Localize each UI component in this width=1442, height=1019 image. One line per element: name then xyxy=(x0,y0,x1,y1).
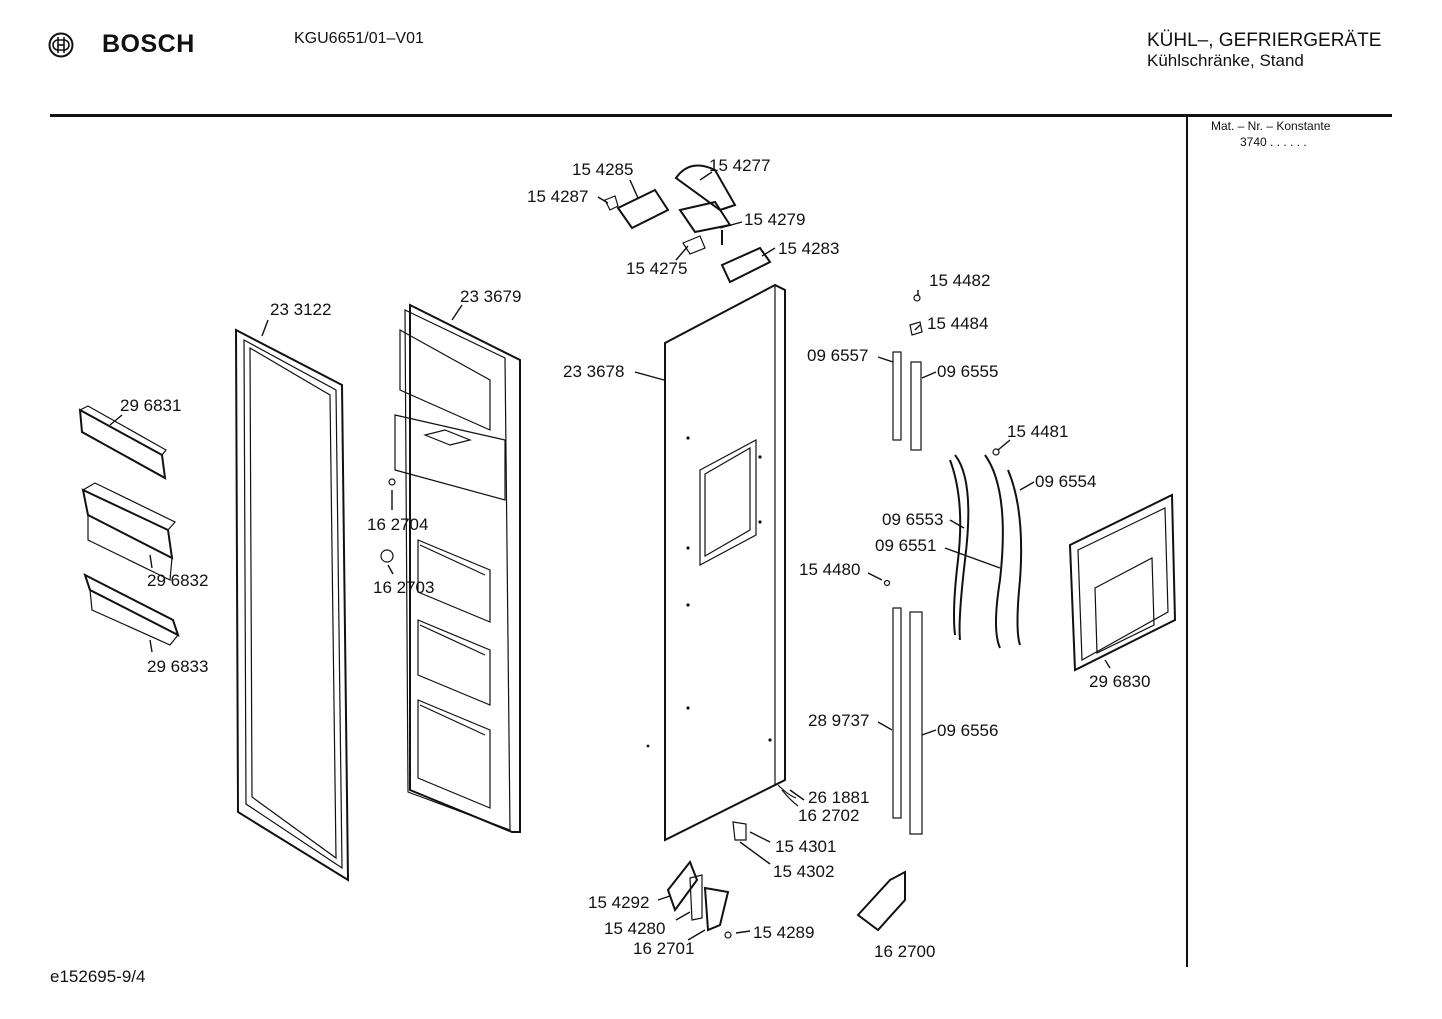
part-label-096553: 09 6553 xyxy=(882,510,943,529)
side-divider xyxy=(1186,117,1188,967)
part-label-162701: 16 2701 xyxy=(633,939,694,958)
part-label-154301: 15 4301 xyxy=(775,837,836,856)
part-label-154480: 15 4480 xyxy=(799,560,860,579)
part-label-154279: 15 4279 xyxy=(744,210,805,229)
part-label-154283: 15 4283 xyxy=(778,239,839,258)
door-liner xyxy=(394,303,521,833)
part-label-154481: 15 4481 xyxy=(1007,422,1068,441)
part-label-289737: 28 9737 xyxy=(808,711,869,730)
lower-hinge-assembly xyxy=(666,821,906,932)
model-number: KGU6651/01–V01 xyxy=(294,30,424,47)
part-label-154484: 15 4484 xyxy=(927,314,988,333)
brand-name: BOSCH xyxy=(102,30,195,58)
part-label-296830: 29 6830 xyxy=(1089,672,1150,691)
document-number: e152695-9/4 xyxy=(50,967,146,986)
screw-icon xyxy=(992,448,1000,456)
screw-icon xyxy=(388,478,396,486)
part-label-233679: 23 3679 xyxy=(460,287,521,306)
part-label-154285: 15 4285 xyxy=(572,160,633,179)
header-divider xyxy=(50,114,1392,117)
part-label-233678: 23 3678 xyxy=(563,362,624,381)
bosch-armature-icon xyxy=(48,32,74,57)
decor-panel xyxy=(1068,493,1177,672)
part-label-233122: 23 3122 xyxy=(270,300,331,319)
category-subtitle: Kühlschränke, Stand xyxy=(1147,51,1304,70)
leader-lines xyxy=(109,171,1111,941)
part-label-154482: 15 4482 xyxy=(929,271,990,290)
part-label-154275: 15 4275 xyxy=(626,259,687,278)
part-label-261881: 26 1881 xyxy=(808,788,869,807)
part-labels: 15 4285 15 4277 15 4287 15 4279 15 4283 … xyxy=(120,156,1150,961)
mat-nr-label: Mat. – Nr. – Konstante xyxy=(1211,119,1331,133)
category-title: KÜHL–, GEFRIERGERÄTE xyxy=(1147,30,1382,51)
part-label-162703: 16 2703 xyxy=(373,578,434,597)
part-label-096551: 09 6551 xyxy=(875,536,936,555)
mat-nr-value: 3740 . . . . . . xyxy=(1240,135,1307,149)
door-shelf-bottom xyxy=(83,572,180,646)
bosch-logo: BOSCH xyxy=(48,30,195,59)
door-gasket xyxy=(234,328,350,882)
part-label-154302: 15 4302 xyxy=(773,862,834,881)
part-label-296831: 29 6831 xyxy=(120,396,181,415)
handle-trim-assembly xyxy=(892,294,1023,835)
part-label-162700: 16 2700 xyxy=(874,942,935,961)
door-shelf-top xyxy=(78,405,167,480)
part-label-296832: 29 6832 xyxy=(147,571,208,590)
part-label-154289: 15 4289 xyxy=(753,923,814,942)
screw-icon xyxy=(883,579,891,587)
part-label-162704: 16 2704 xyxy=(367,515,428,534)
part-label-154280: 15 4280 xyxy=(604,919,665,938)
part-label-096555: 09 6555 xyxy=(937,362,998,381)
part-label-096556: 09 6556 xyxy=(937,721,998,740)
part-label-096554: 09 6554 xyxy=(1035,472,1096,491)
outer-door xyxy=(646,283,799,842)
part-label-154287: 15 4287 xyxy=(527,187,588,206)
screw-icon xyxy=(724,931,732,939)
part-label-154292: 15 4292 xyxy=(588,893,649,912)
part-label-162702: 16 2702 xyxy=(798,806,859,825)
door-shelf-middle xyxy=(81,482,176,581)
part-label-154277: 15 4277 xyxy=(709,156,770,175)
part-label-296833: 29 6833 xyxy=(147,657,208,676)
plug-icon xyxy=(380,549,394,563)
part-label-096557: 09 6557 xyxy=(807,346,868,365)
